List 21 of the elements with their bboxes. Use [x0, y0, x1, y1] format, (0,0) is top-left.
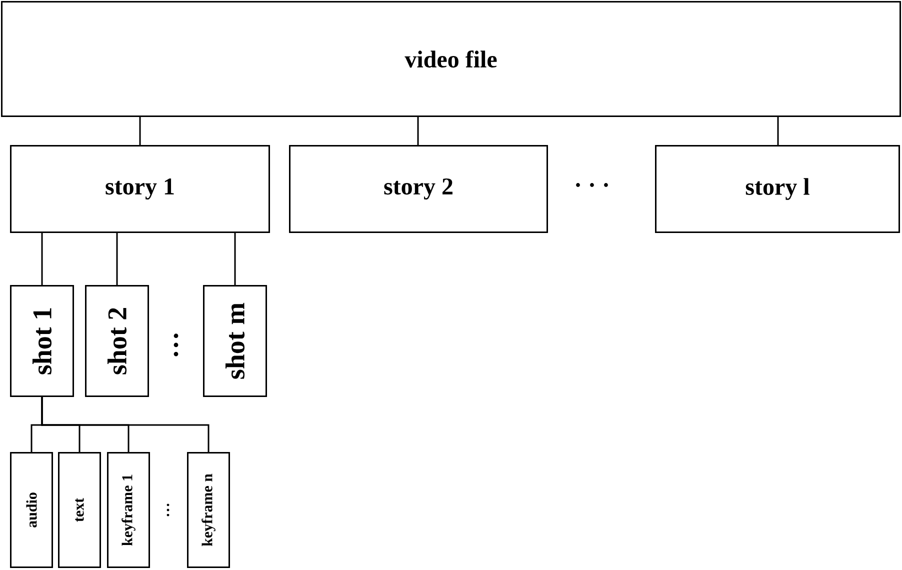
box: story 2 — [289, 145, 548, 233]
connector-line — [234, 233, 236, 285]
box: shot 1 — [10, 285, 74, 397]
box: video file — [1, 1, 901, 117]
box: text — [58, 452, 101, 568]
connector-line — [41, 397, 210, 452]
connector-line — [417, 117, 419, 145]
ellipsis: … — [174, 334, 178, 356]
box: keyframe 1 — [107, 452, 150, 568]
box: audio — [10, 452, 53, 568]
box: story l — [655, 145, 900, 233]
connector-line — [41, 233, 43, 285]
box: shot m — [203, 285, 267, 397]
ellipsis: … — [166, 504, 170, 516]
ellipsis: · · · — [576, 183, 608, 187]
connector-line — [777, 117, 779, 145]
box: story 1 — [10, 145, 270, 233]
box: keyframe n — [187, 452, 230, 568]
box: shot 2 — [85, 285, 149, 397]
connector-line — [139, 117, 141, 145]
connector-line — [116, 233, 118, 285]
